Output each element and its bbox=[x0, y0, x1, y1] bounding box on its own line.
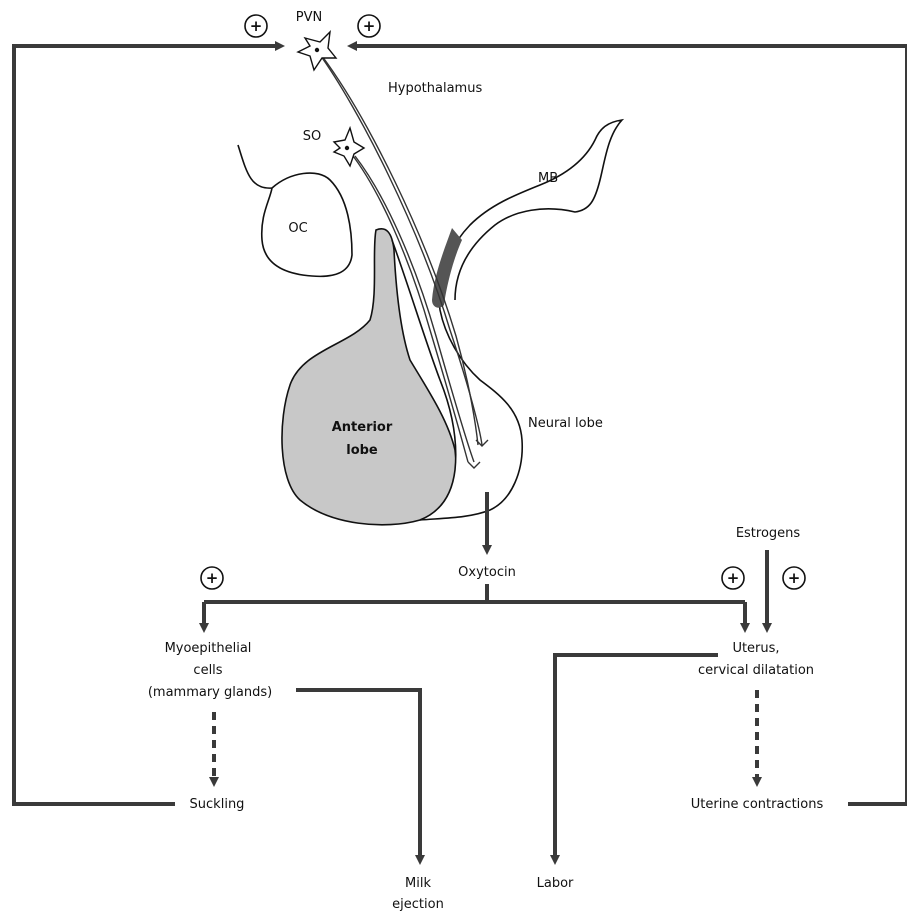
labor-label: Labor bbox=[537, 876, 574, 891]
uterus-label: Uterus, bbox=[732, 641, 779, 656]
estrogens-label: Estrogens bbox=[736, 526, 801, 541]
myoepithelial-label-line3: (mammary glands) bbox=[148, 685, 272, 700]
hypothalamus-label: Hypothalamus bbox=[388, 81, 482, 96]
myoepithelial-label-line2: cells bbox=[193, 663, 222, 678]
svg-text:+: + bbox=[206, 569, 219, 587]
optic-chiasm-shape bbox=[238, 145, 352, 276]
plus-icon: + bbox=[358, 15, 380, 37]
plus-icon: + bbox=[722, 567, 744, 589]
pvn-neuron-icon bbox=[298, 32, 336, 70]
oxytocin-split-line bbox=[204, 584, 745, 602]
mb-label: MB bbox=[538, 171, 558, 186]
suckling-label: Suckling bbox=[190, 797, 245, 812]
anterior-lobe-label-line2: lobe bbox=[346, 443, 378, 458]
milk-ejection-arrow bbox=[296, 690, 420, 860]
so-label: SO bbox=[303, 129, 321, 144]
pvn-label: PVN bbox=[296, 10, 322, 25]
svg-text:+: + bbox=[363, 17, 376, 35]
svg-text:+: + bbox=[727, 569, 740, 587]
oc-label: OC bbox=[288, 221, 307, 236]
oxytocin-label: Oxytocin bbox=[458, 565, 516, 580]
svg-text:+: + bbox=[788, 569, 801, 587]
milk-ejection-label: Milk bbox=[405, 876, 431, 891]
labor-arrow bbox=[555, 655, 718, 860]
so-neuron-icon bbox=[334, 128, 364, 166]
neural-lobe-label: Neural lobe bbox=[528, 416, 603, 431]
uterine-contractions-label: Uterine contractions bbox=[691, 797, 824, 812]
myoepithelial-label: Myoepithelial bbox=[165, 641, 252, 656]
milk-ejection-label-line2: ejection bbox=[392, 897, 444, 912]
uterus-label-line2: cervical dilatation bbox=[698, 663, 814, 678]
svg-text:+: + bbox=[250, 17, 263, 35]
plus-icon: + bbox=[783, 567, 805, 589]
plus-icon: + bbox=[201, 567, 223, 589]
plus-icon: + bbox=[245, 15, 267, 37]
anterior-lobe-label: Anterior bbox=[332, 420, 393, 435]
